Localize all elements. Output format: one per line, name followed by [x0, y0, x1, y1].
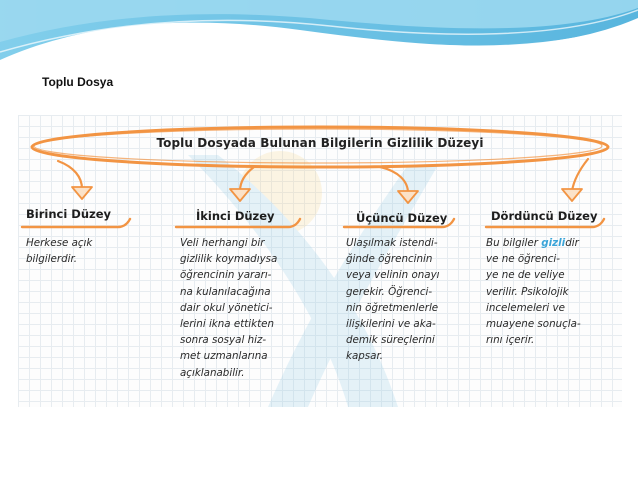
level-2-line: sonra sosyal hiz-	[180, 334, 267, 347]
level-3-line: ğinde öğrencinin	[346, 253, 433, 266]
level-4-line: muayene sonuçla-	[486, 317, 581, 330]
level-3-line: ilişkilerini ve aka-	[346, 317, 436, 330]
watermark-logo	[188, 151, 438, 407]
level-2-line: Veli herhangi bir	[180, 237, 265, 249]
level-2-line: met uzmanlarına	[180, 350, 268, 363]
level-2-line: lerini ikna ettikten	[180, 317, 275, 330]
level-3-line: Ulaşılmak istendi-	[346, 237, 438, 249]
level-2-line: na kulanılacağına	[180, 285, 271, 298]
level-4-line-start: Bu bilgiler	[486, 237, 542, 249]
gizli-highlight: gizli	[541, 237, 566, 249]
arrowhead-level-1	[71, 186, 93, 200]
board-graphics	[20, 125, 610, 407]
underline-level-1	[20, 217, 132, 229]
arrow-level-4	[570, 157, 590, 193]
level-4-line-end: dir	[565, 237, 579, 249]
level-3-description: Ulaşılmak istendi- ğinde öğrencinin veya…	[346, 235, 440, 365]
title-oval	[30, 125, 610, 169]
level-4-line: incelemeleri ve	[486, 301, 565, 314]
level-4-line: verilir. Psikolojik	[486, 285, 569, 298]
level-2-line: dair okul yönetici-	[180, 301, 273, 314]
underline-level-3	[342, 217, 456, 229]
level-2-line: öğrencinin yararı-	[180, 269, 272, 282]
main-title: Toplu Dosyada Bulunan Bilgilerin Gizlili…	[156, 136, 484, 150]
level-3-line: veya velinin onayı	[346, 269, 440, 282]
level-3-title: Üçüncü Düzey	[356, 211, 448, 225]
level-3-line: nin öğretmenlerle	[346, 301, 439, 314]
slide-title: Toplu Dosya	[42, 75, 114, 89]
level-1-line: bilgilerdir.	[26, 253, 78, 266]
level-2-line: açıklanabilir.	[180, 366, 245, 379]
level-4-description: Bu bilgiler gizlidir ve ne öğrenci- ye n…	[486, 235, 581, 348]
arrowhead-level-2	[229, 188, 251, 202]
level-4-line: Bu bilgiler gizlidir	[486, 235, 581, 251]
level-1-line: Herkese açık	[26, 237, 93, 249]
underline-level-2	[174, 217, 302, 229]
level-4-line: ve ne öğrenci-	[486, 253, 561, 266]
level-3-line: kapsar.	[346, 350, 384, 363]
arrow-level-1	[56, 159, 84, 191]
level-2-description: Veli herhangi bir gizlilik koymadıysa öğ…	[180, 235, 277, 381]
header-wave-decoration	[0, 0, 638, 66]
level-4-line: rını içerir.	[486, 334, 535, 347]
level-1-description: Herkese açık bilgilerdir.	[26, 235, 92, 267]
gizlilik-duzeyi-board: Toplu Dosyada Bulunan Bilgilerin Gizlili…	[18, 115, 622, 407]
arrow-level-3	[378, 165, 410, 195]
level-3-line: demik süreçlerini	[346, 334, 435, 347]
arrowhead-level-4	[561, 188, 583, 202]
level-4-line: ye ne de veliye	[486, 269, 565, 282]
underline-level-4	[484, 217, 606, 229]
title-oval-inner	[33, 128, 603, 164]
level-2-title: İkinci Düzey	[196, 209, 275, 223]
level-2-line: gizlilik koymadıysa	[180, 253, 278, 266]
level-1-title: Birinci Düzey	[26, 207, 111, 221]
arrowhead-level-3	[397, 190, 419, 204]
level-4-title: Dördüncü Düzey	[491, 209, 598, 223]
level-3-line: gerekir. Öğrenci-	[346, 285, 433, 298]
